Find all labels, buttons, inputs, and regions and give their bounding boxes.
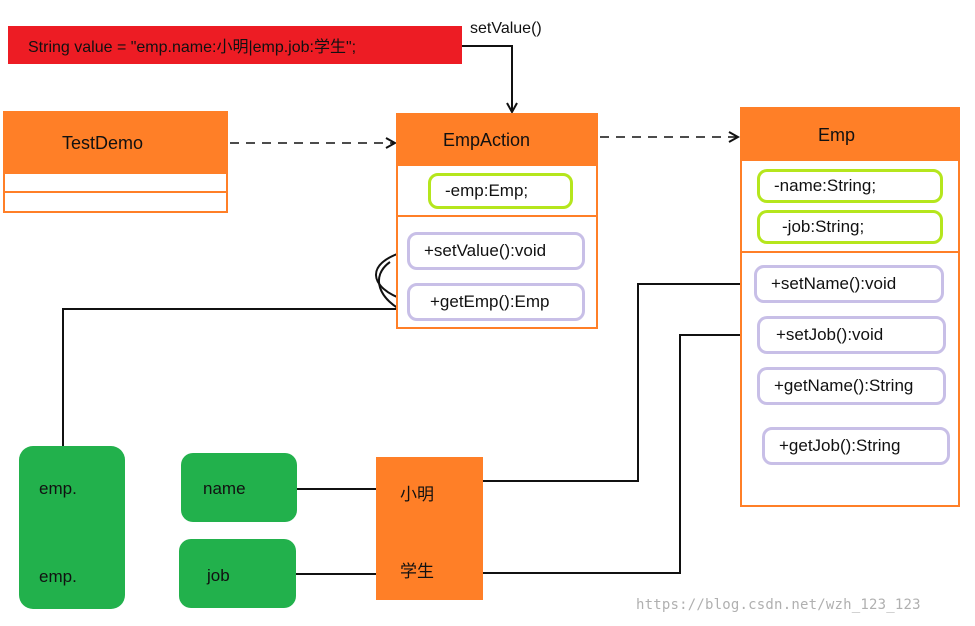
empaction-attribute-emp: -emp:Emp;	[428, 173, 573, 209]
job-token: job	[179, 539, 296, 608]
value-string-banner: String value = "emp.name:小明|emp.job:学生";	[8, 26, 462, 64]
name-value-to-setname	[483, 284, 754, 482]
empaction-divider	[398, 215, 596, 217]
emp-prefix-top: emp.	[39, 479, 77, 498]
name-token-label: name	[203, 479, 246, 498]
watermark: https://blog.csdn.net/wzh_123_123	[636, 597, 921, 613]
emp-prefix-bottom: emp.	[39, 567, 77, 586]
empaction-method-getemp: +getEmp():Emp	[407, 283, 585, 321]
emp-prefix-token: emp. emp.	[19, 446, 125, 609]
emp-method-setjob: +setJob():void	[757, 316, 946, 354]
setvalue-call-arrow	[462, 45, 512, 112]
emp-attribute-name: -name:String;	[757, 169, 943, 203]
emp-attribute-job: -job:String;	[757, 210, 943, 244]
name-token: name	[181, 453, 297, 522]
empaction-title: EmpAction	[398, 115, 596, 166]
value-string-text: String value = "emp.name:小明|emp.job:学生";	[28, 39, 357, 56]
value-job: 学生	[400, 562, 434, 581]
emp-token-to-getemp	[62, 309, 407, 446]
job-value-to-setjob	[483, 335, 757, 574]
emp-method-getjob: +getJob():String	[762, 427, 950, 465]
values-block: 小明 学生	[376, 457, 483, 600]
emp-method-setname: +setName():void	[754, 265, 944, 303]
setvalue-call-label: setValue()	[470, 20, 542, 37]
emp-title: Emp	[742, 109, 958, 161]
job-token-label: job	[207, 566, 230, 585]
testdemo-divider	[5, 191, 226, 193]
emp-divider	[742, 251, 958, 253]
emp-method-getname: +getName():String	[757, 367, 946, 405]
empaction-method-setvalue: +setValue():void	[407, 232, 585, 270]
setvalue-getemp-loop-up	[375, 251, 407, 301]
value-name: 小明	[400, 485, 434, 504]
testdemo-class: TestDemo	[3, 111, 228, 213]
testdemo-title: TestDemo	[5, 113, 226, 174]
